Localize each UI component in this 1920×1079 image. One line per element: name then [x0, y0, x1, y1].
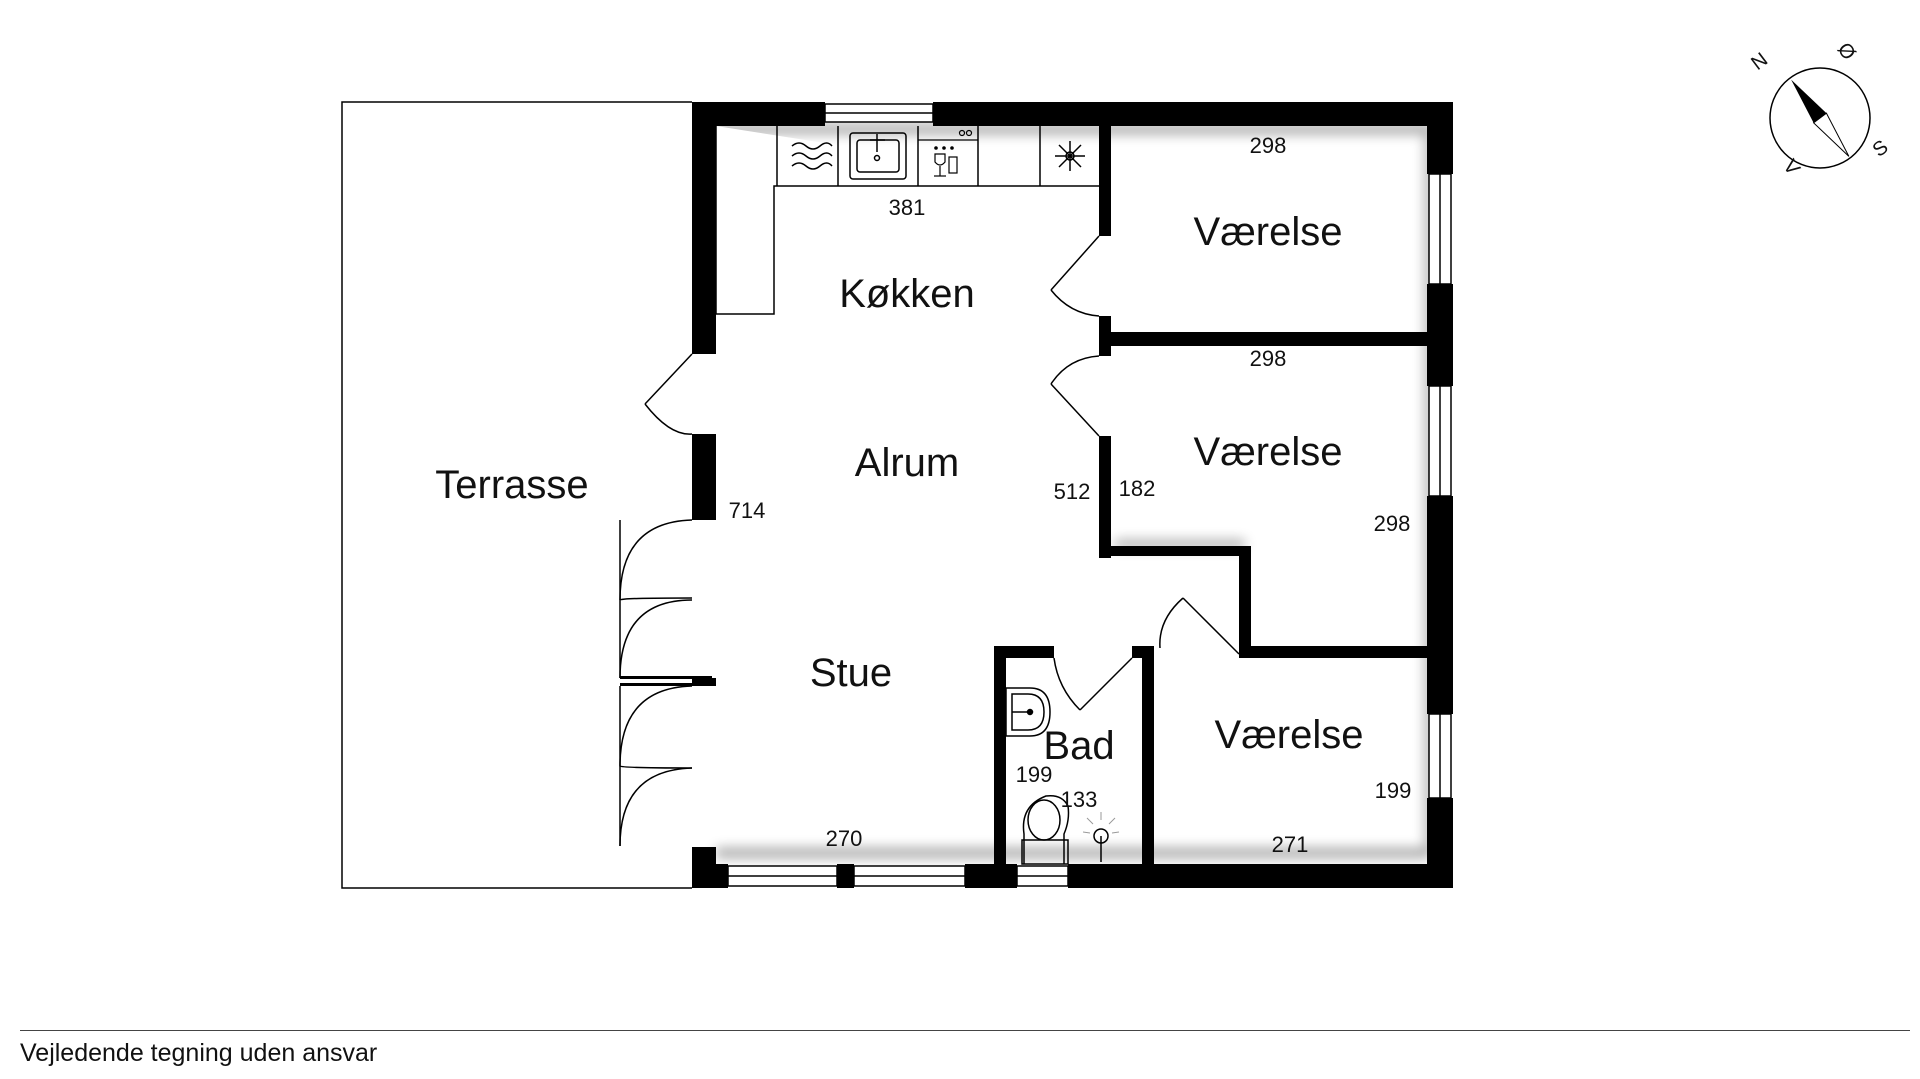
compass-east-label: Ø	[1833, 39, 1860, 65]
dim-living-depth: 714	[729, 498, 766, 523]
windows	[727, 103, 1452, 887]
doors	[619, 235, 1240, 847]
compass-needle-north	[1791, 79, 1827, 123]
room-label-bedroom-3: Værelse	[1215, 713, 1364, 757]
compass: N Ø S V	[1747, 39, 1892, 180]
dim-bath-depth: 199	[1016, 762, 1053, 787]
washbasin-icon	[1005, 687, 1051, 737]
dim-living-width: 270	[826, 826, 863, 851]
dim-kitchen-width: 381	[889, 195, 926, 220]
room-label-kitchen: Køkken	[839, 272, 975, 316]
room-label-bathroom: Bad	[1043, 724, 1114, 768]
walls	[692, 102, 1453, 888]
dim-bedroom2-width: 298	[1250, 346, 1287, 371]
compass-north-label: N	[1747, 49, 1772, 75]
dim-central-depth: 512	[1054, 479, 1091, 504]
dim-bedroom2-door: 182	[1119, 476, 1156, 501]
room-label-terrace: Terrasse	[435, 463, 588, 507]
dishwasher-icon	[918, 129, 978, 177]
terrace-area	[341, 101, 692, 889]
kitchen-counter	[715, 126, 1099, 315]
toilet-icon	[1021, 794, 1070, 865]
stove-icon	[791, 142, 833, 170]
floor-drain-icon	[1082, 812, 1120, 862]
room-label-living-room: Stue	[810, 651, 892, 695]
dim-bedroom1-width: 298	[1250, 133, 1287, 158]
dim-bedroom3-width: 271	[1272, 832, 1309, 857]
footer: Vejledende tegning uden ansvar	[20, 1030, 1910, 1068]
sink-icon	[849, 132, 907, 180]
dim-bedroom2-depth: 298	[1374, 511, 1411, 536]
room-label-family-room: Alrum	[855, 441, 959, 485]
room-label-bedroom-1: Værelse	[1194, 210, 1343, 254]
dim-bath-width: 133	[1061, 787, 1098, 812]
dim-bedroom3-depth: 199	[1375, 778, 1412, 803]
compass-needle-south	[1812, 112, 1850, 157]
disclaimer-text: Vejledende tegning uden ansvar	[20, 1039, 378, 1067]
freezer-icon	[1055, 141, 1085, 171]
compass-south-label: S	[1869, 136, 1893, 162]
room-label-bedroom-2: Værelse	[1194, 430, 1343, 474]
french-door-post	[620, 676, 712, 686]
